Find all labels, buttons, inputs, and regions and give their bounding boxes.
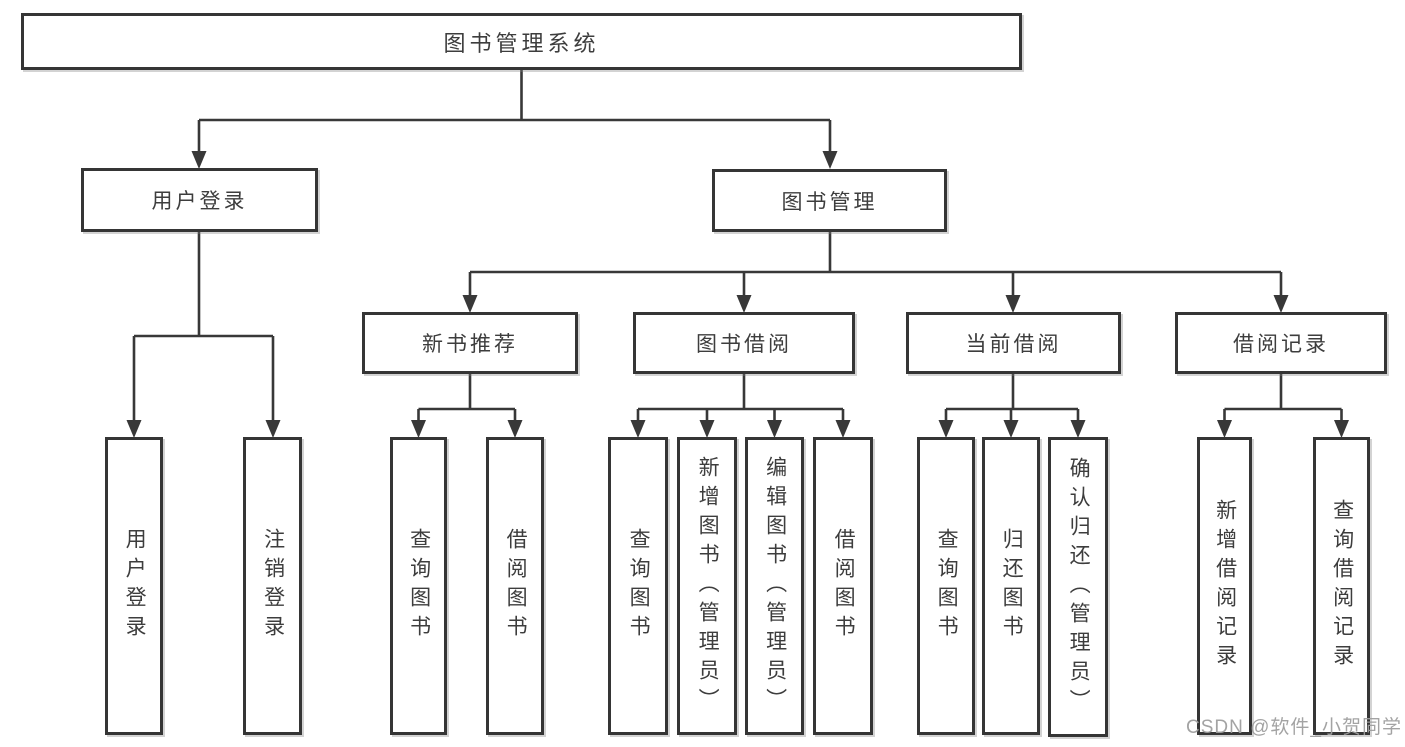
node-label: 当前借阅: [965, 333, 1062, 356]
arrowheads: [126, 151, 1349, 438]
leaf-nb-query-book: 查询图书: [390, 437, 447, 735]
node-label: 借阅图书: [504, 528, 528, 644]
node-label: 图书管理: [781, 190, 878, 214]
connector-new-book-children: [417, 374, 517, 421]
node-label: 查询借阅记录: [1330, 499, 1354, 673]
node-label: 编辑图书（管理员）: [763, 455, 787, 717]
leaf-logout: 注销登录: [243, 437, 302, 735]
connector-book-management-children: [468, 232, 1283, 296]
leaf-cb-confirm-return-admin: 确认归还（管理员）: [1048, 437, 1108, 737]
node-current-borrow: 当前借阅: [906, 312, 1121, 374]
leaf-bb-query-book: 查询图书: [608, 437, 668, 735]
node-root-system: 图书管理系统: [21, 13, 1022, 70]
node-label: 借阅图书: [832, 528, 856, 644]
node-label: 新书推荐: [422, 333, 518, 356]
leaf-br-add-record: 新增借阅记录: [1197, 437, 1252, 735]
node-label: 图书管理系统: [443, 30, 600, 56]
leaf-cb-return-book: 归还图书: [982, 437, 1040, 735]
node-label: 查询图书: [935, 528, 959, 644]
node-label: 新增图书（管理员）: [696, 455, 720, 717]
leaf-user-login: 用户登录: [105, 437, 163, 735]
node-label: 查询图书: [407, 528, 431, 644]
node-book-borrow: 图书借阅: [633, 312, 855, 374]
node-label: 用户登录: [123, 528, 147, 644]
node-label: 借阅记录: [1233, 333, 1329, 356]
connector-current-borrow-children: [944, 374, 1080, 421]
node-label: 归还图书: [1000, 528, 1024, 644]
leaf-bb-add-book-admin: 新增图书（管理员）: [677, 437, 737, 735]
connector-root-to-level2: [197, 70, 832, 152]
leaf-br-query-record: 查询借阅记录: [1313, 437, 1370, 735]
connector-user-login-children: [132, 232, 275, 421]
csdn-watermark: CSDN @软件_小贺同学: [1186, 717, 1402, 738]
node-book-management: 图书管理: [712, 169, 947, 232]
node-label: 用户登录: [151, 190, 248, 213]
node-label: 注销登录: [261, 528, 285, 644]
node-label: 新增借阅记录: [1213, 499, 1237, 673]
node-borrow-record: 借阅记录: [1175, 312, 1387, 374]
node-label: 确认归还（管理员）: [1067, 456, 1091, 718]
connector-book-borrow-children: [636, 374, 845, 421]
leaf-nb-borrow-book: 借阅图书: [486, 437, 544, 735]
node-label: 图书借阅: [696, 333, 792, 356]
leaf-bb-borrow-book: 借阅图书: [813, 437, 873, 735]
node-user-login: 用户登录: [81, 168, 318, 232]
leaf-cb-query-book: 查询图书: [917, 437, 975, 735]
node-new-book-recommend: 新书推荐: [362, 312, 578, 374]
connector-borrow-record-children: [1223, 374, 1343, 421]
node-label: 查询图书: [627, 528, 651, 644]
leaf-bb-edit-book-admin: 编辑图书（管理员）: [745, 437, 804, 735]
